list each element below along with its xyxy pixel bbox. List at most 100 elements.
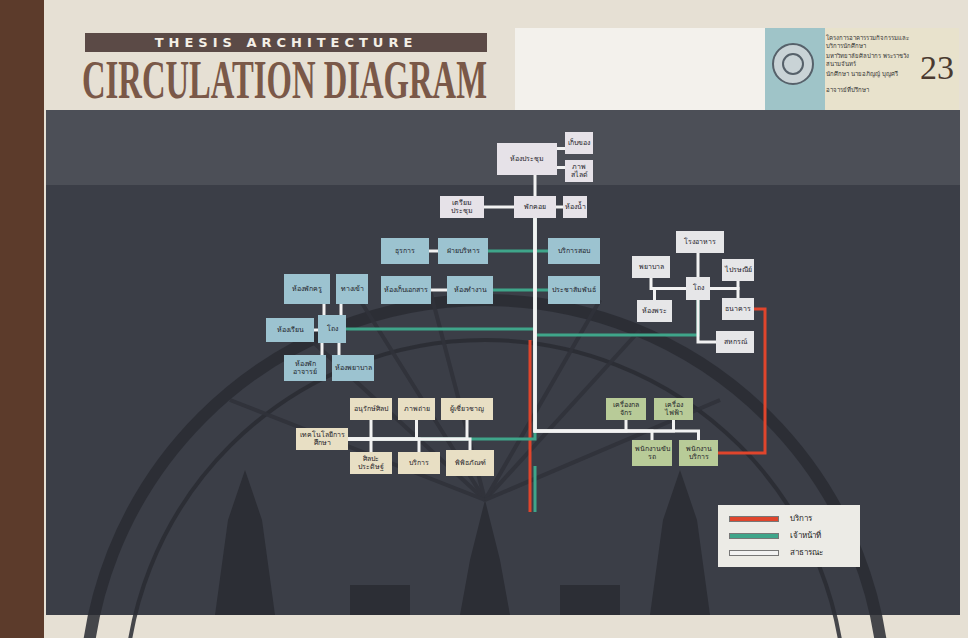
legend-text: เจ้าหน้าที่ — [790, 529, 821, 543]
room-name: ฝ่ายบริหาร — [447, 247, 480, 255]
room-box: ห้องทำงาน — [447, 276, 493, 304]
circulation-line — [535, 218, 548, 290]
project-name: โครงการอาคารรวมกิจกรรมและบริการนักศึกษา — [826, 34, 918, 50]
room-box: โถง — [318, 315, 346, 343]
room-name: ทางเข้า — [341, 285, 364, 293]
room-name: ผู้เชี่ยวชาญ — [450, 405, 484, 413]
circulation-line — [321, 343, 324, 355]
room-name: ไปรษณีย์ — [725, 266, 752, 274]
room-box: โรงอาหาร — [676, 231, 724, 253]
room-name: เทคโนโลยีการศึกษา — [298, 431, 346, 447]
circulation-line — [651, 278, 686, 289]
room-name: ห้องพักอาจารย์ — [286, 360, 324, 376]
room-box: ประชาสัมพันธ์ — [548, 276, 600, 304]
trunk-end — [534, 466, 537, 512]
room-box: พิพิธภัณฑ์ — [446, 450, 494, 476]
seal-watermark — [85, 300, 885, 638]
room-name: ธุรการ — [395, 247, 415, 255]
room-box: ห้องเรียน — [266, 318, 314, 342]
circulation-line — [338, 343, 341, 355]
header-band-text: THESIS ARCHITECTURE — [85, 33, 487, 52]
room-box: พนักงานบริการ — [679, 440, 718, 466]
room-box: อนุรักษ์ศิลป — [350, 398, 392, 420]
legend-swatch — [730, 534, 778, 538]
room-box: เครื่องไฟฟ้า — [654, 398, 693, 420]
legend-text: บริการ — [790, 512, 812, 526]
circulation-line — [557, 166, 565, 169]
circulation-line — [348, 420, 417, 439]
room-box: ห้องพักอาจารย์ — [284, 355, 326, 381]
room-box: เก็บของ — [565, 132, 593, 154]
room-name: เครื่องไฟฟ้า — [656, 401, 691, 417]
circulation-line — [346, 218, 535, 329]
dark-board — [46, 110, 960, 615]
legend-box — [718, 505, 860, 567]
circulation-line — [488, 218, 535, 251]
room-name: ประชาสัมพันธ์ — [552, 286, 596, 294]
room-name: โถง — [327, 325, 338, 333]
room-name: ห้องน้ำ — [565, 203, 586, 211]
room-box: ห้องพระ — [637, 300, 672, 322]
room-box: ห้องเก็บเอกสาร — [381, 276, 431, 304]
room-box: ทางเข้า — [336, 274, 368, 304]
room-box: บริการ — [398, 452, 440, 474]
circulation-line — [493, 218, 535, 290]
circulation-line — [535, 218, 698, 335]
room-name: ห้องทำงาน — [454, 286, 487, 294]
emblem-ring — [783, 54, 803, 74]
circulation-line — [348, 218, 535, 439]
room-name: บริการ — [409, 459, 429, 467]
room-name: เครื่องกลจักร — [608, 401, 644, 417]
circulation-line — [535, 218, 548, 251]
circulation-line — [431, 289, 447, 292]
circulation-line — [484, 206, 514, 209]
room-name: ห้องเก็บเอกสาร — [384, 286, 428, 294]
advisor-line: อาจารย์ที่ปรึกษา — [826, 86, 918, 94]
circulation-line — [348, 439, 419, 452]
info-card — [765, 28, 959, 110]
circulation-line — [535, 218, 674, 431]
room-box: เทคโนโลยีการศึกษา — [296, 428, 348, 450]
circulation-line — [323, 304, 326, 315]
circulation-line — [429, 250, 438, 253]
circulation-line — [698, 300, 716, 342]
circulation-line — [710, 289, 738, 299]
room-name: พนักงานบริการ — [681, 445, 716, 461]
room-box: ผู้เชี่ยวชาญ — [441, 398, 493, 420]
circulation-line — [535, 218, 699, 440]
circulation-line — [348, 420, 467, 439]
room-box: ศิลปะประดิษฐ์ — [350, 452, 392, 474]
wood-frame — [0, 0, 44, 638]
room-box: บริการสอบ — [548, 238, 600, 264]
room-name: ห้องพยาบาล — [335, 364, 372, 372]
seal-rays — [230, 290, 720, 500]
room-box: ห้องพักครู — [284, 274, 330, 304]
room-box: เครื่องกลจักร — [606, 398, 646, 420]
circulation-line — [556, 206, 563, 209]
room-box: ธุรการ — [381, 238, 429, 264]
circulation-line — [340, 304, 343, 315]
circulation-line — [557, 147, 565, 150]
room-name: ศิลปะประดิษฐ์ — [352, 455, 390, 471]
legend-text: สาธารณะ — [790, 546, 823, 560]
title-band — [85, 33, 487, 52]
room-name: พนักงานขับรถ — [634, 445, 670, 461]
legend-swatch — [730, 517, 778, 521]
service-trunk — [529, 340, 532, 512]
room-name: ภาพสไลด์ — [567, 163, 591, 179]
room-name: เก็บของ — [568, 139, 590, 147]
room-box: โถง — [686, 277, 710, 300]
room-box: ห้องน้ำ — [563, 196, 587, 218]
room-box: ภาพสไลด์ — [565, 160, 593, 182]
room-name: เตรียมประชุม — [442, 199, 482, 215]
sheet-number: 23 — [920, 50, 954, 86]
board-top-band — [46, 110, 960, 185]
circulation-line — [697, 253, 700, 277]
room-name: โถง — [693, 284, 704, 292]
room-name: ห้องเรียน — [277, 326, 304, 334]
room-name: บริการสอบ — [558, 247, 590, 255]
legend-swatch — [730, 551, 778, 555]
circulation-line — [534, 175, 537, 196]
room-name: ภาพถ่าย — [404, 405, 430, 413]
